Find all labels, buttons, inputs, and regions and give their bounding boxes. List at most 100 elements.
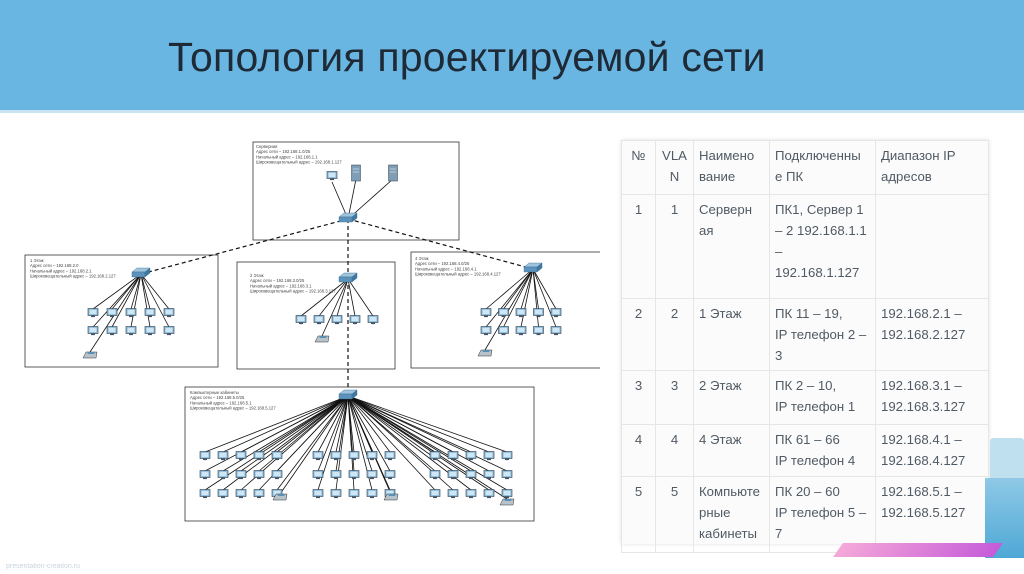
area-label-line: Широковещательный адрес – 192.168.3.127 (250, 289, 336, 294)
area-label-line: Начальный адрес – 192.168.1.1 (256, 154, 318, 159)
cell-text-line: 5 (670, 484, 679, 499)
access-link (347, 395, 490, 453)
pc-icon (87, 308, 99, 318)
cell-text-line: адресов (881, 169, 932, 184)
cell-ip-range: 192.168.3.1 –192.168.3.127 (875, 370, 989, 425)
pc-icon (217, 489, 229, 499)
pc-icon (199, 470, 211, 480)
cell-vlan: 1 (655, 194, 694, 299)
pc-icon (217, 451, 229, 461)
pc-icon (295, 315, 307, 325)
cell-text-line: 192.168.5.127 (881, 505, 966, 520)
pc-icon (483, 451, 495, 461)
cell-text-line: VLA (662, 148, 687, 163)
pc-icon (253, 489, 265, 499)
cell-text-line: 192.168.2.127 (881, 327, 966, 342)
pc-icon (330, 470, 342, 480)
access-link (485, 268, 534, 328)
switch-icon (338, 272, 358, 283)
cell-text-line: 3 (670, 378, 679, 393)
pc-icon (235, 470, 247, 480)
access-link (532, 268, 539, 328)
cell-text-line: 4 (634, 432, 643, 447)
floor1-box (24, 254, 219, 368)
pc-icon (125, 326, 137, 336)
pc-icon (550, 308, 562, 318)
server-room-box (252, 141, 460, 241)
cell-text-line: 7 (775, 526, 783, 541)
pc-icon (483, 470, 495, 480)
access-link (130, 273, 142, 328)
pc-icon (501, 489, 513, 499)
cell-text-line: рные (699, 505, 731, 520)
switch-icon (523, 262, 543, 273)
switch-icon (338, 389, 358, 400)
pc-icon (465, 451, 477, 461)
access-link (111, 273, 142, 328)
access-link (92, 273, 142, 328)
access-link (140, 273, 151, 310)
cell-text-line: – 2 192.168.1.1 (775, 223, 867, 238)
pc-icon (253, 470, 265, 480)
cell-ip-range: 192.168.4.1 –192.168.4.127 (875, 424, 989, 477)
cell-text-line: 3 (634, 378, 643, 393)
pc-icon (312, 451, 324, 461)
pc-icon (125, 308, 137, 318)
pc-icon (330, 451, 342, 461)
server-icon (388, 164, 398, 182)
area-label-line: Широковещательный адрес – 192.168.4.127 (415, 272, 501, 277)
pc-icon (533, 308, 544, 318)
pc-icon (326, 171, 338, 181)
cell-ip-range: 192.168.2.1 –192.168.2.127 (875, 298, 989, 371)
pc-icon (106, 326, 118, 336)
area-label-line: Начальный адрес – 192.168.4.1 (415, 266, 477, 271)
pc-icon (366, 470, 378, 480)
pc-icon (348, 451, 360, 461)
decor-stripe (833, 543, 1003, 557)
pc-icon (271, 470, 283, 480)
access-link (347, 395, 391, 453)
access-link (347, 395, 436, 491)
access-link (204, 395, 349, 472)
pc-icon (367, 315, 379, 325)
area-label-line: 2 Этаж (250, 273, 264, 278)
access-link (204, 395, 349, 491)
access-link (347, 178, 394, 220)
cell-text-line: кабинеты (699, 526, 758, 541)
access-link (321, 278, 349, 337)
area-label-line: Широковещательный адрес – 192.168.2.127 (30, 274, 116, 279)
cell-text-line: 3 (775, 348, 783, 363)
pc-icon (217, 470, 229, 480)
access-link (520, 268, 534, 328)
pc-icon (533, 326, 544, 336)
pc-icon (515, 308, 527, 318)
cell-text-line: IP телефон 4 (775, 453, 856, 468)
cell-num: 4 (621, 424, 656, 477)
cell-text-line: Серверн (699, 202, 753, 217)
access-link (140, 273, 170, 328)
cell-text-line: Диапазон IP (881, 148, 956, 163)
pc-icon (465, 470, 477, 480)
cell-text-line: – 192.168.1.127 (775, 244, 860, 280)
area-label-line: Адрес сети – 192.168.1.0/25 (256, 149, 311, 154)
area-label-line: Серверная (256, 144, 277, 149)
cell-text-line: Наимено (699, 148, 755, 163)
cell-text-line: ПК 61 – 66 (775, 432, 840, 447)
pc-icon (348, 489, 360, 499)
access-link (520, 268, 534, 310)
access-link (485, 268, 534, 310)
access-link (300, 278, 349, 317)
cell-num: 2 (621, 298, 656, 371)
access-link (532, 268, 557, 328)
access-link (503, 268, 534, 328)
cell-text-line: ПК1, Сервер 1 (775, 202, 864, 217)
access-link (130, 273, 142, 310)
